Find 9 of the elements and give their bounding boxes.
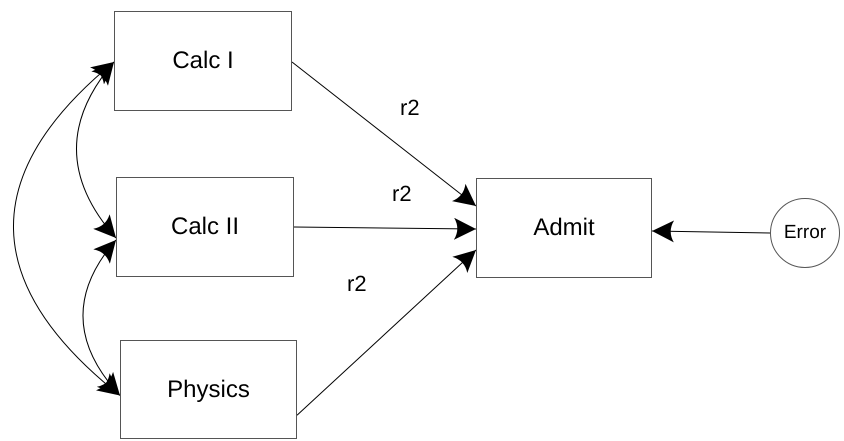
variable-box: [476, 178, 652, 278]
variable-box: [116, 177, 294, 277]
node-label: Calc II: [170, 213, 239, 241]
variable-box: [114, 11, 292, 111]
node-label: Calc I: [172, 47, 234, 75]
node-label: Admit: [533, 214, 595, 242]
node-label: Physics: [167, 376, 250, 404]
node-label: Error: [784, 222, 826, 244]
variable-box: [120, 340, 297, 439]
